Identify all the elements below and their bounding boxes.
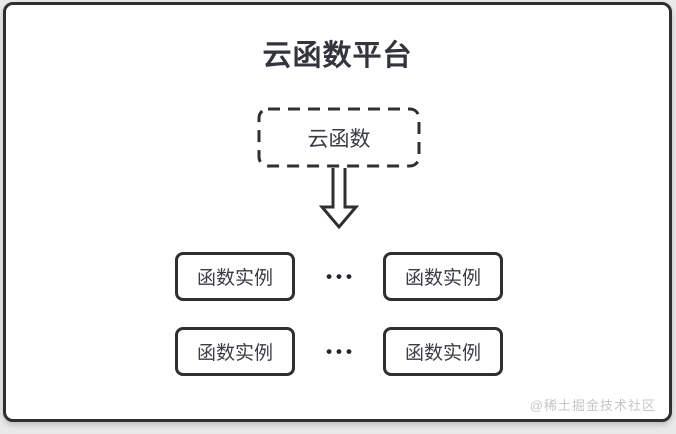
ellipsis-dots: ••• — [326, 267, 356, 286]
function-instance-box: 函数实例 — [175, 252, 295, 301]
dashed-border — [257, 107, 421, 168]
page-title: 云函数平台 — [262, 40, 413, 72]
instance-row: 函数实例 ••• 函数实例 — [175, 252, 503, 301]
function-instance-label: 函数实例 — [404, 268, 481, 289]
ellipsis-dots: ••• — [326, 342, 356, 361]
function-instance-label: 函数实例 — [196, 343, 273, 364]
function-instance-label: 函数实例 — [404, 343, 481, 364]
cloud-function-box: 云函数 — [257, 107, 421, 168]
instance-row: 函数实例 ••• 函数实例 — [175, 327, 503, 376]
watermark: @稀土掘金技术社区 — [529, 398, 656, 413]
function-instance-box: 函数实例 — [175, 327, 295, 376]
function-instance-box: 函数实例 — [382, 252, 503, 301]
function-instance-label: 函数实例 — [196, 268, 273, 289]
arrow-down-icon — [319, 168, 359, 229]
diagram-frame: 云函数平台 云函数 函数实例 ••• 函数实例 函数实例 ••• — [3, 2, 672, 422]
function-instance-box: 函数实例 — [382, 327, 503, 376]
cloud-function-label: 云函数 — [307, 127, 371, 151]
